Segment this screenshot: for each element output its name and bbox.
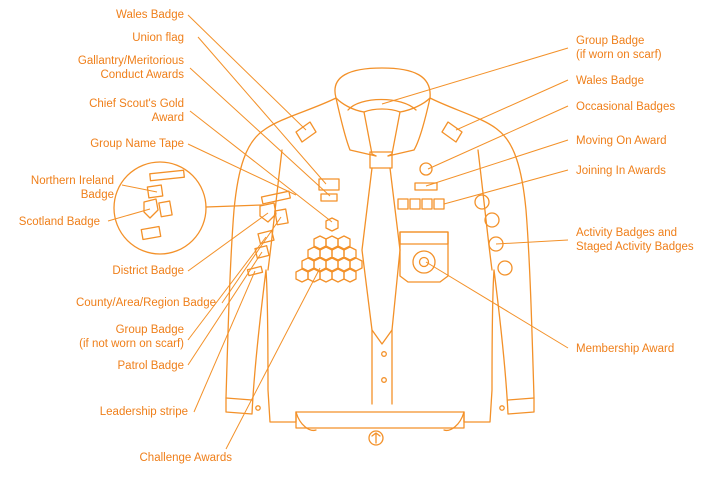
label-wales-badge-right: Wales Badge [576, 75, 644, 87]
belt-right-curve [443, 411, 465, 432]
left-sleeve-seam [267, 149, 283, 271]
inset-county [158, 200, 173, 218]
label-ni-line1: Northern Ireland [31, 175, 114, 187]
labels: Wales Badge Union flag Gallantry/Meritor… [19, 9, 694, 464]
belt-left-curve [295, 411, 317, 432]
group-badge-sleeve [257, 229, 275, 245]
scarf-left-edge [363, 111, 377, 157]
inset-magnifier [113, 161, 207, 255]
leader-lines [107, 14, 569, 450]
collar-left-flap [335, 97, 377, 157]
right-cuff [507, 397, 535, 401]
collar-back [334, 67, 431, 113]
activity-badge-2 [484, 212, 500, 228]
label-county: County/Area/Region Badge [76, 297, 216, 309]
collar-right-flap [387, 97, 431, 157]
label-joining-in: Joining In Awards [576, 165, 666, 177]
belt-buckle [368, 430, 384, 446]
gallantry-badge [320, 193, 338, 202]
activity-badge-4 [497, 260, 513, 276]
label-chief-scout-line1: Chief Scout's Gold [89, 98, 184, 110]
activity-badge-1 [474, 194, 490, 210]
label-gallantry-line1: Gallantry/Meritorious [78, 55, 184, 67]
label-chief-scout-line2: Award [152, 112, 184, 124]
label-gallantry-line2: Conduct Awards [100, 69, 184, 81]
label-ni-line2: Badge [81, 189, 114, 201]
inset-connector [205, 204, 263, 208]
label-occasional: Occasional Badges [576, 101, 675, 113]
woggle [369, 151, 393, 169]
belt [295, 411, 465, 429]
label-wales-badge-left: Wales Badge [116, 9, 184, 21]
belt-buckle-emblem [371, 432, 381, 444]
label-group-badge-sleeve-line1: Group Badge [116, 324, 184, 336]
label-moving-on: Moving On Award [576, 135, 667, 147]
label-group-badge-scarf-line2: (if worn on scarf) [576, 49, 662, 61]
label-membership: Membership Award [576, 343, 674, 355]
shirt-button-1 [381, 351, 387, 357]
left-epaulette [295, 121, 317, 143]
occasional-badge [419, 162, 433, 176]
inset-group [140, 225, 162, 241]
group-name-tape-badge [260, 190, 291, 205]
county-badge [274, 208, 289, 226]
joining-in-badges [397, 198, 445, 210]
label-group-name-tape: Group Name Tape [90, 138, 184, 150]
challenge-awards-hexes [295, 235, 363, 283]
scarf-right-edge [387, 111, 401, 157]
label-scotland: Scotland Badge [19, 216, 100, 228]
district-badge [259, 202, 277, 223]
label-district: District Badge [112, 265, 184, 277]
pocket-flap [399, 231, 449, 245]
left-cuff [225, 397, 253, 401]
label-activity-line1: Activity Badges and [576, 227, 677, 239]
right-epaulette [441, 121, 463, 143]
scarf-tails [361, 167, 401, 345]
collar-inner [347, 98, 417, 111]
label-group-badge-sleeve-line2: (if not worn on scarf) [79, 338, 184, 350]
inset-name-tape [149, 169, 185, 182]
left-cuff-button [255, 405, 261, 411]
chief-scout-gold-badge [325, 217, 339, 232]
shirt-right-outline [429, 97, 535, 423]
shirt-button-2 [381, 377, 387, 383]
moving-on-badge [414, 182, 438, 191]
inset-ni-badge [146, 184, 164, 199]
inset-district [143, 198, 159, 219]
label-leadership: Leadership stripe [100, 406, 188, 418]
union-flag-badge [318, 178, 340, 191]
membership-award-inner [418, 256, 430, 268]
label-challenge: Challenge Awards [140, 452, 233, 464]
label-activity-line2: Staged Activity Badges [576, 241, 694, 253]
membership-award-outer [412, 250, 436, 274]
right-cuff-button [499, 405, 505, 411]
label-patrol: Patrol Badge [118, 360, 185, 372]
shirt-illustration [113, 67, 535, 446]
label-group-badge-scarf-line1: Group Badge [576, 35, 644, 47]
label-union-flag: Union flag [132, 32, 184, 44]
shirt-left-outline [225, 97, 337, 423]
